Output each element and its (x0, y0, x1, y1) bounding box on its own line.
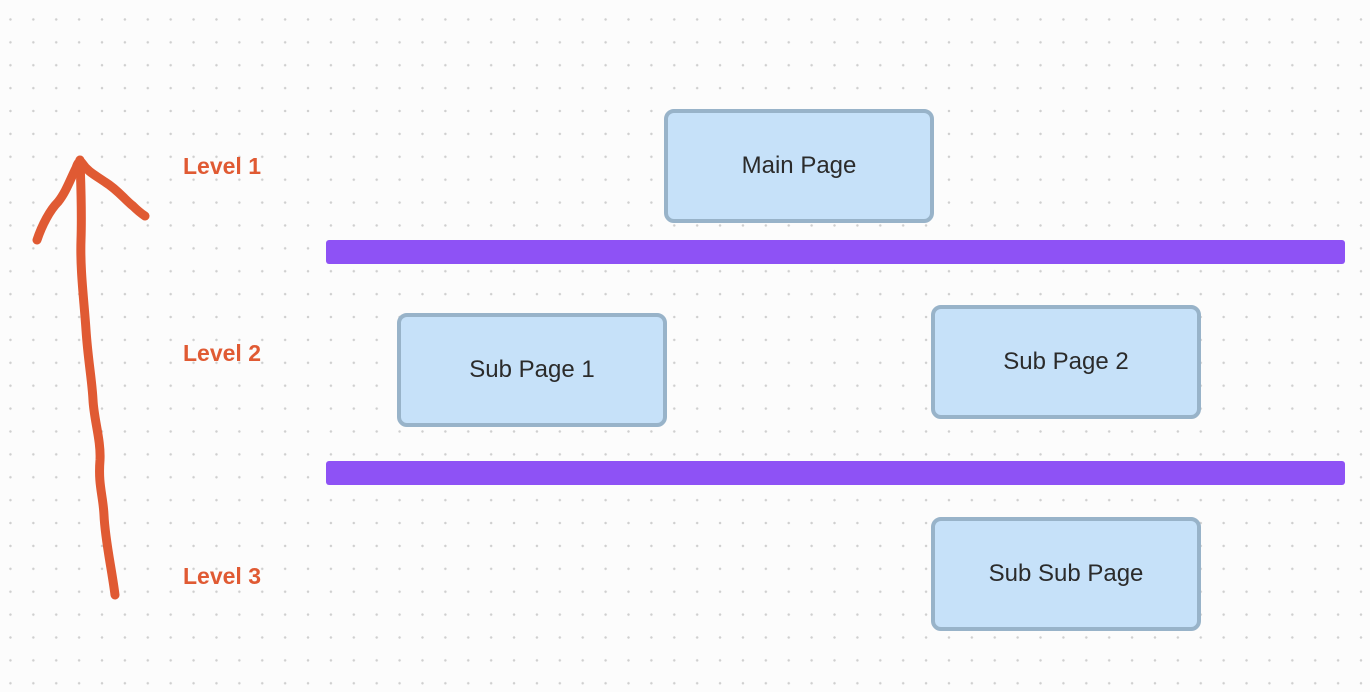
sub-page-1-node[interactable]: Sub Page 1 (397, 313, 667, 427)
main-page-node[interactable]: Main Page (664, 109, 934, 223)
sub-page-2-label: Sub Page 2 (1003, 348, 1129, 375)
level-1-label: Level 1 (183, 153, 261, 179)
arrow-head (32, 157, 150, 245)
main-page-label: Main Page (741, 152, 857, 179)
sub-sub-page-node[interactable]: Sub Sub Page (931, 517, 1201, 631)
level-2-label: Level 2 (183, 340, 261, 366)
hand-drawn-up-arrow-icon (32, 155, 150, 600)
sub-page-2-node[interactable]: Sub Page 2 (931, 305, 1201, 419)
level-divider-1 (326, 240, 1345, 264)
sub-sub-page-label: Sub Sub Page (988, 560, 1144, 587)
sub-page-1-label: Sub Page 1 (469, 356, 595, 383)
arrow-shaft (75, 155, 120, 600)
level-3-label: Level 3 (183, 563, 261, 589)
level-divider-2 (326, 461, 1345, 485)
